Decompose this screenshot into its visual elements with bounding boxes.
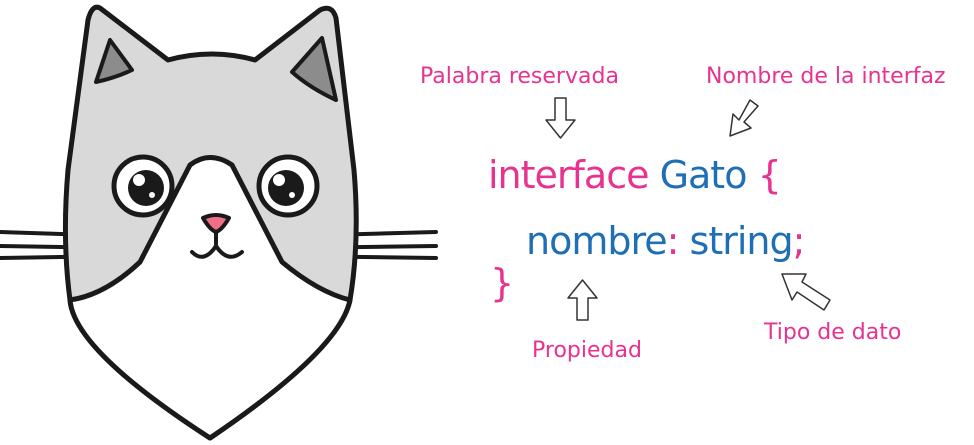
label-palabra-reservada: Palabra reservada — [420, 64, 619, 89]
code-keyword: interface — [488, 153, 649, 197]
code-line-3: } — [490, 261, 514, 305]
code-line-1: interface Gato { — [488, 153, 782, 197]
cat-nose — [201, 213, 231, 234]
code-open-brace: { — [757, 153, 782, 197]
code-close-brace: } — [490, 261, 514, 305]
code-interface-name: Gato — [659, 153, 748, 197]
code-property: nombre — [526, 219, 668, 263]
code-type: string — [689, 219, 794, 263]
left-eye — [111, 154, 175, 218]
right-ear-inner — [290, 36, 338, 102]
arrow-up-icon — [567, 279, 598, 321]
cat-mouth — [190, 230, 244, 259]
arrow-down-left-icon — [729, 99, 759, 137]
label-nombre-interfaz: Nombre de la interfaz — [706, 64, 946, 89]
code-line-2: nombre: string; — [526, 219, 806, 263]
cat-illustration — [0, 4, 438, 441]
code-semicolon: ; — [792, 219, 806, 263]
label-propiedad: Propiedad — [532, 338, 642, 363]
label-tipo-dato: Tipo de dato — [764, 320, 902, 345]
right-eye — [256, 154, 320, 218]
arrow-down-icon — [545, 97, 576, 139]
arrow-up-left-icon — [781, 273, 831, 311]
left-ear-inner — [94, 38, 134, 84]
code-colon: : — [666, 219, 680, 263]
cat-muzzle — [67, 155, 353, 441]
